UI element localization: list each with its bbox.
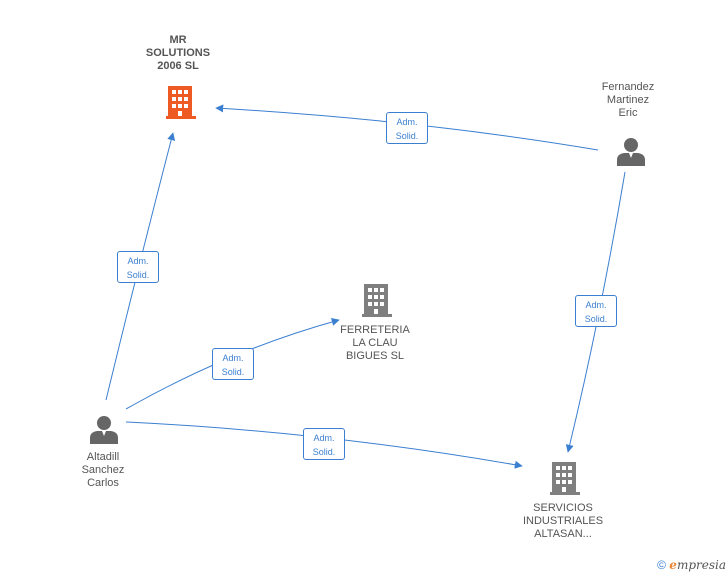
node-label-servicios[interactable]: SERVICIOS INDUSTRIALES ALTASAN... [522,502,604,540]
edge-label-line2: Solid. [584,314,608,324]
edge-label-line1: Adm. [585,300,607,310]
footer-brand: © empresia [657,558,726,572]
edge-label-line1: Adm. [127,256,149,266]
empresia-logo[interactable]: empresia [669,558,726,572]
building-icon-servicios[interactable] [550,462,580,495]
building-icon-mr-solutions[interactable] [166,86,196,119]
node-label-mr-solutions[interactable]: MR SOLUTIONS 2006 SL [145,34,211,72]
edge-label-line2: Solid. [126,270,150,280]
building-icon-ferreteria[interactable] [362,284,392,317]
edge-label-altadill-servicios[interactable]: Adm. Solid. [303,428,345,460]
edge-label-fernandez-mr-solutions[interactable]: Adm. Solid. [386,112,428,144]
edge-label-line1: Adm. [396,117,418,127]
edge-label-line2: Solid. [395,131,419,141]
person-icon-fernandez[interactable] [617,138,645,166]
copyright-icon: © [657,558,666,572]
brand-e: e [669,558,677,572]
edge-label-line2: Solid. [221,367,245,377]
edge-label-altadill-ferreteria[interactable]: Adm. Solid. [212,348,254,380]
person-icon-altadill[interactable] [90,416,118,444]
node-label-fernandez[interactable]: Fernandez Martinez Eric [601,81,655,119]
brand-rest: mpresia [676,558,726,572]
node-label-altadill[interactable]: Altadill Sanchez Carlos [81,451,125,489]
edge-label-altadill-mr-solutions[interactable]: Adm. Solid. [117,251,159,283]
edge-label-line2: Solid. [312,447,336,457]
node-label-ferreteria[interactable]: FERRETERIA LA CLAU BIGUES SL [340,324,410,362]
edge-label-fernandez-servicios[interactable]: Adm. Solid. [575,295,617,327]
edge-label-line1: Adm. [222,353,244,363]
edge-label-line1: Adm. [313,433,335,443]
